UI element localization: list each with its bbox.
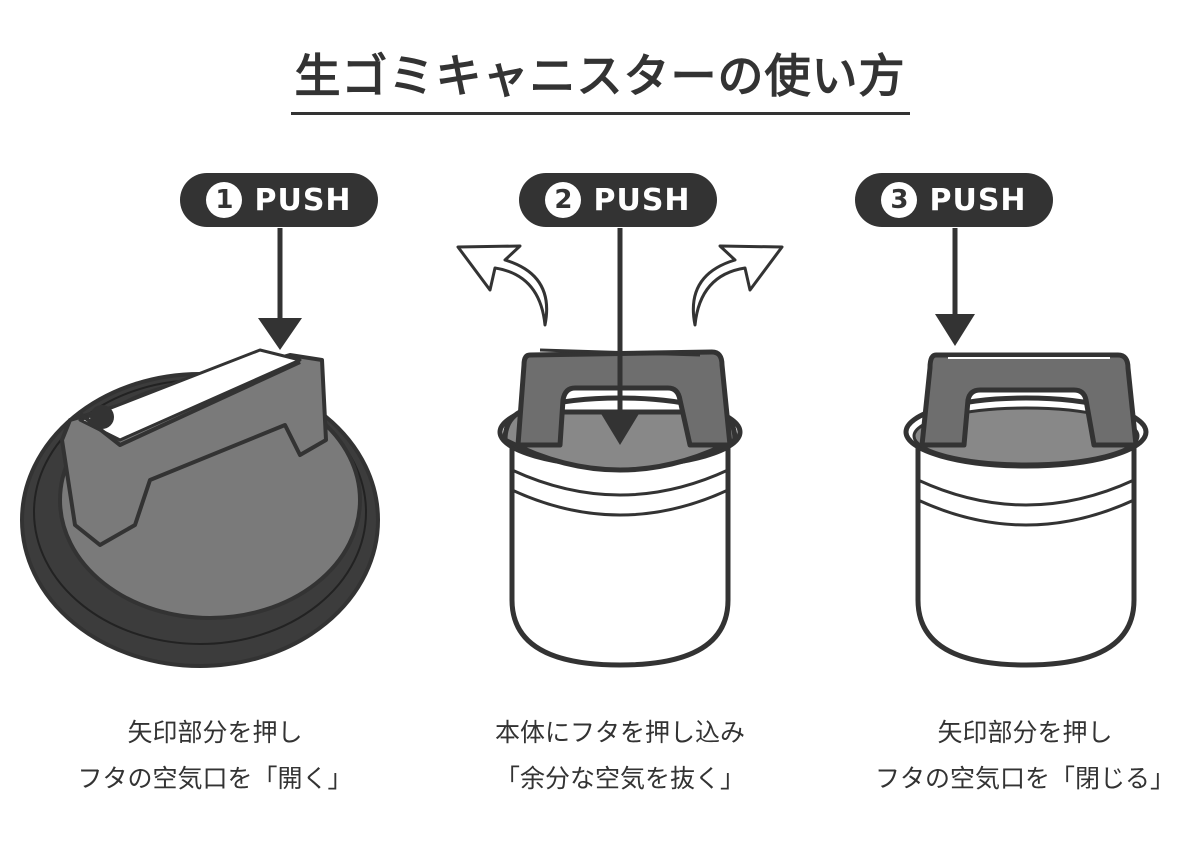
air-out-arrow-right-icon (691, 244, 784, 327)
step-number-badge: 1 (206, 182, 243, 218)
push-arrow-2 (600, 228, 640, 445)
page-title: 生ゴミキャニスターの使い方 (0, 40, 1200, 115)
air-out-arrow-left-icon (456, 244, 549, 327)
step-3-caption: 矢印部分を押し フタの空気口を「閉じる」 (874, 718, 1175, 793)
push-arrow-1 (258, 228, 302, 350)
step-2-push-label: 2 PUSH (519, 173, 717, 227)
step-number-badge: 2 (545, 182, 582, 218)
lid-illustration (20, 348, 380, 668)
step-number-badge: 3 (881, 182, 918, 218)
step-3-push-label: 3 PUSH (855, 173, 1053, 227)
canister-illustration-3 (903, 352, 1149, 668)
step-2-caption: 本体にフタを押し込み 「余分な空気を抜く」 (494, 718, 745, 793)
step-1-caption: 矢印部分を押し フタの空気口を「開く」 (77, 718, 353, 793)
step-1-push-label: 1 PUSH (180, 173, 378, 227)
push-arrow-3 (935, 228, 975, 346)
